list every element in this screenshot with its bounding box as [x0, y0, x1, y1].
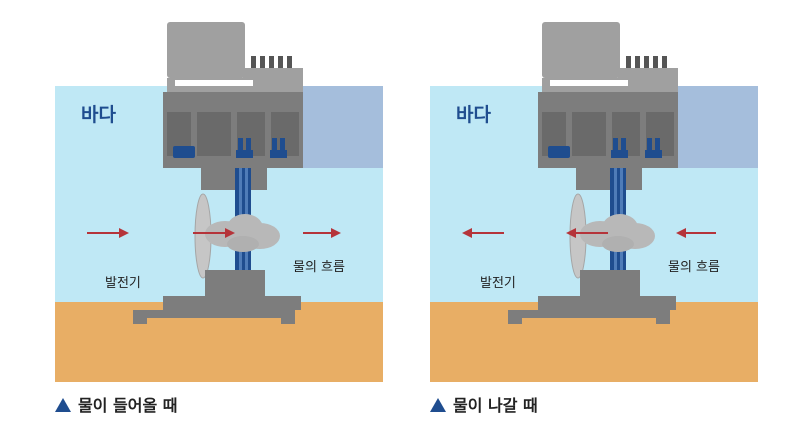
caption-ebb: 물이 나갈 때	[430, 392, 538, 416]
tidal-generator-diagram	[430, 22, 758, 382]
caption-ebb-text: 물이 나갈 때	[453, 396, 538, 415]
control-box	[548, 146, 570, 158]
flow-arrow-right	[676, 228, 716, 238]
triangle-up-icon	[430, 398, 446, 412]
generator-label: 발전기	[105, 276, 141, 291]
flow-arrow-center	[193, 228, 235, 238]
sea-label: 바다	[456, 104, 491, 126]
control-box	[173, 146, 195, 158]
flow-arrow-left	[462, 228, 504, 238]
tidal-generator-diagram	[55, 22, 383, 382]
top-housing	[167, 22, 245, 78]
flow-label: 물의 흐름	[668, 260, 720, 275]
housing-gap	[550, 80, 628, 86]
flow-arrow-right	[303, 228, 341, 238]
panel-ebb-tide: 바다 발전기 물의 흐름	[430, 0, 770, 442]
panel-flood-tide: 바다 발전기 물의 흐름	[55, 0, 395, 442]
housing-gap	[175, 80, 253, 86]
triangle-up-icon	[55, 398, 71, 412]
flow-label: 물의 흐름	[293, 260, 345, 275]
sea-label: 바다	[81, 104, 116, 126]
foundation	[133, 296, 301, 324]
foundation	[508, 296, 676, 324]
caption-flood: 물이 들어올 때	[55, 392, 177, 416]
side-block	[302, 86, 383, 168]
pier-base	[205, 270, 265, 296]
top-housing	[542, 22, 620, 78]
side-block	[677, 86, 758, 168]
flow-arrow-left	[87, 228, 129, 238]
caption-flood-text: 물이 들어올 때	[78, 396, 178, 415]
flow-arrow-center	[566, 228, 608, 238]
generator-label: 발전기	[480, 276, 516, 291]
pier-base	[580, 270, 640, 296]
